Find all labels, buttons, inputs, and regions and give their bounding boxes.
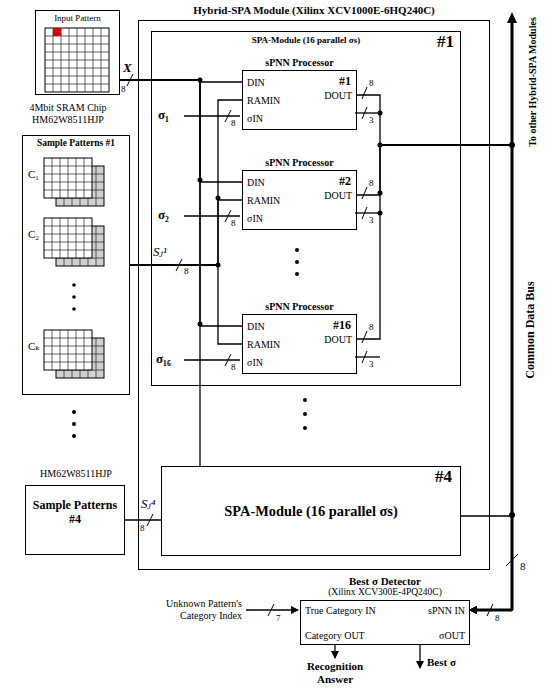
bus-width: 8 (495, 613, 500, 624)
bus-width: 3 (369, 115, 374, 126)
input-note: Unknown Pattern's Category Index (130, 598, 242, 622)
output-name: Recognition Answer (290, 660, 380, 686)
signal-name: X (123, 60, 132, 76)
box-heading: Best σ Detector (301, 575, 469, 588)
continuation-dots (72, 248, 307, 438)
box-title: Sample Patterns #4 (29, 498, 121, 527)
processor-box: sPNN Processor#1DINRAMINσINDOUT (242, 70, 357, 130)
signal-wire (357, 95, 512, 610)
signal-name: Sⱼ⁴ (141, 496, 155, 512)
bus-width: 8 (140, 523, 145, 534)
signal-name: Sⱼ¹ (153, 244, 167, 260)
bus-width: 8 (184, 266, 189, 277)
box-heading: (Xilinx XCV300E-4PQ240C) (301, 587, 469, 598)
box-text: RAMIN (247, 195, 280, 207)
box-title: Sample Patterns #1 (23, 138, 129, 149)
box-text: #1 (339, 74, 351, 88)
category-label: C₁ (28, 168, 39, 181)
processor-box: sPNN Processor#16DINRAMINσINDOUT (242, 314, 357, 374)
bus-width: 7 (276, 613, 281, 624)
bus-width: 8 (369, 322, 374, 333)
signal-wire (130, 200, 242, 265)
box-text: #4 (435, 467, 452, 487)
spa-module-box: SPA-Module (16 parallel σs)#1sPNN Proces… (151, 31, 461, 386)
signal-wire (461, 516, 512, 610)
box-text: DOUT (324, 190, 352, 202)
box-title: SPA-Module (16 parallel σs) (162, 503, 460, 520)
pattern-grids (44, 28, 109, 378)
sram-chip-box: Sample Patterns #4 (25, 485, 125, 555)
bus-width: 8 (231, 218, 236, 229)
bus-width: 8 (231, 362, 236, 373)
bus-width: 8 (520, 560, 526, 573)
category-label: Cₖ (28, 340, 39, 353)
signal-wire (130, 265, 242, 344)
box-text: DIN (247, 321, 265, 333)
bus-width: 8 (369, 78, 374, 89)
box-title: SPA-Module (16 parallel σs) (152, 35, 460, 46)
box-text: #16 (333, 318, 351, 332)
bus-note: To other Hybrid-SPA Modules (527, 17, 539, 147)
chip-name: HM62W8511HJP (22, 468, 130, 480)
box-text: #1 (437, 32, 454, 52)
box-text: σOUT (439, 630, 465, 642)
processor-box: sPNN Processor#2DINRAMINσINDOUT (242, 170, 357, 230)
detector-box: Best σ Detector(Xilinx XCV300E-4PQ240C)T… (300, 600, 470, 645)
signal-wire (130, 100, 242, 265)
bus-width-slashes (127, 74, 518, 616)
signal-wire (125, 519, 161, 520)
box-heading: sPNN Processor (243, 301, 356, 313)
box-text: RAMIN (247, 95, 280, 107)
box-heading: sPNN Processor (243, 57, 356, 69)
signal-name: σ₁₆ (156, 351, 171, 367)
box-text: Category OUT (305, 630, 365, 642)
box-text: σIN (247, 213, 263, 225)
input-pattern-box: Input Pattern (35, 10, 120, 95)
box-text: True Category IN (305, 605, 376, 617)
box-text: DIN (247, 77, 265, 89)
signal-wire (357, 145, 512, 610)
box-text: sPNN IN (428, 605, 465, 617)
box-text: DOUT (324, 334, 352, 346)
box-heading: Hybrid-SPA Module (Xilinx XCV1000E-6HQ24… (139, 4, 489, 17)
active-pixel (53, 28, 61, 36)
bus-width: 8 (369, 178, 374, 189)
bus-width: 8 (121, 84, 126, 95)
signal-name: σ₂ (158, 207, 169, 223)
category-label: C₂ (28, 228, 39, 241)
common-data-bus (476, 22, 512, 610)
bus-width: 8 (231, 118, 236, 129)
junction-dots (198, 78, 516, 519)
bus-name: Common Data Bus (523, 281, 537, 378)
signal-wire (357, 145, 512, 610)
signal-name: σ₁ (158, 107, 169, 123)
output-name: Best σ (427, 656, 456, 669)
box-title: Input Pattern (36, 13, 119, 24)
bus-width: 3 (369, 359, 374, 370)
bus-width: 3 (369, 215, 374, 226)
signal-wire (120, 80, 200, 466)
box-text: RAMIN (247, 339, 280, 351)
box-text: σIN (247, 113, 263, 125)
box-text: #2 (339, 174, 351, 188)
chip-name: 4Mbit SRAM Chip HM62W8511HJP (4, 102, 132, 126)
box-heading: sPNN Processor (243, 157, 356, 169)
spa-module-box: SPA-Module (16 parallel σs) #4 (161, 466, 461, 556)
box-text: σIN (247, 357, 263, 369)
box-text: DIN (247, 177, 265, 189)
box-text: DOUT (324, 90, 352, 102)
fpga-module-box: Hybrid-SPA Module (Xilinx XCV1000E-6HQ24… (138, 20, 490, 570)
bus-arrow (507, 12, 517, 23)
